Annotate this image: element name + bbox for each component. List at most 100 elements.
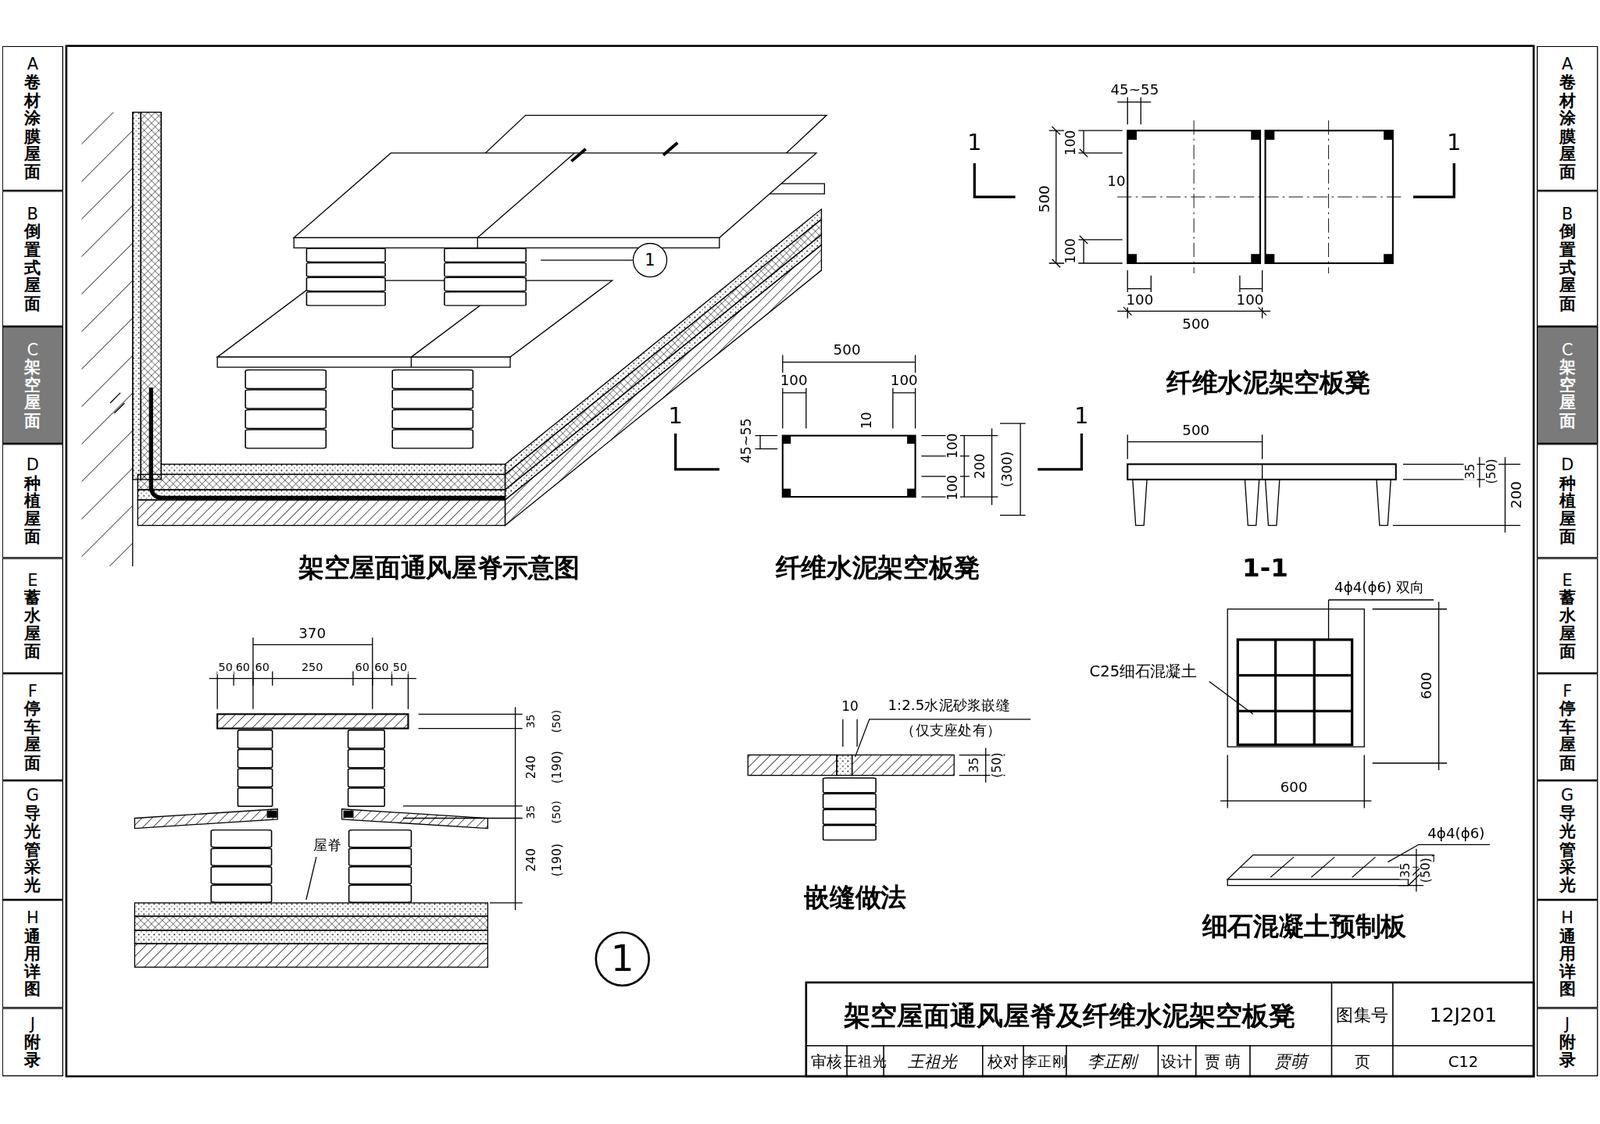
tab-title: 蓄水屋面 xyxy=(24,589,41,661)
dimension: 60 xyxy=(353,662,371,675)
dimension: 500 xyxy=(1181,422,1211,439)
section-tab: E蓄水屋面 xyxy=(2,557,64,674)
dimension: 35 xyxy=(1464,462,1478,481)
view-title: 架空屋面通风屋脊示意图 xyxy=(298,554,579,583)
tab-title: 停车屋面 xyxy=(1559,700,1576,772)
callout-number: 1 xyxy=(644,252,655,269)
rebar-note: 4ϕ4(ϕ6) 双向 xyxy=(1334,579,1425,596)
tab-letter: D xyxy=(1560,456,1574,475)
section-tab: G导光管采光 xyxy=(1536,780,1598,900)
tab-letter: E xyxy=(27,571,38,590)
drawing-title: 架空屋面通风屋脊及纤维水泥架空板凳 xyxy=(843,1001,1295,1031)
section-mark: 1 xyxy=(668,403,683,429)
dimension: 35 xyxy=(525,713,539,730)
dimension: 100 xyxy=(1064,128,1079,157)
dimension: 100 xyxy=(889,372,919,389)
dimension: 600 xyxy=(1278,779,1309,796)
title-cell: 图集号 xyxy=(1335,1005,1389,1025)
section-tab: F停车屋面 xyxy=(1536,673,1598,781)
dimension: 500 xyxy=(1181,316,1211,333)
dimension: 100 xyxy=(778,372,809,389)
tab-title: 通用详图 xyxy=(1559,927,1576,1000)
dimension: 10 xyxy=(1106,173,1127,190)
tab-title: 通用详图 xyxy=(24,927,41,1000)
signature: 贾萌 xyxy=(1274,1053,1308,1072)
tab-letter: E xyxy=(1562,571,1573,590)
tab-letter: G xyxy=(1560,786,1574,805)
tab-letter: F xyxy=(1562,682,1572,700)
section-tab: A卷材涂膜屋面 xyxy=(1536,46,1598,191)
dimension: 500 xyxy=(832,342,862,358)
tab-letter: J xyxy=(1564,1015,1570,1034)
tab-letter: D xyxy=(26,456,40,475)
tab-letter: B xyxy=(1561,204,1573,223)
section-tab: H通用详图 xyxy=(1536,900,1598,1008)
section-tab: B倒置式屋面 xyxy=(2,190,64,327)
tab-title: 导光管采光 xyxy=(1559,804,1576,895)
material-note: 1:2.5水泥砂浆嵌缝 xyxy=(887,698,1011,715)
view-title: 纤维水泥架空板凳 xyxy=(775,554,980,583)
callout-number: 1 xyxy=(610,940,635,978)
tab-title: 种植屋面 xyxy=(24,474,41,547)
part-name: 屋脊 xyxy=(313,838,343,854)
material-note: （仅支座处有） xyxy=(900,722,1001,739)
section-mark: 1 xyxy=(967,130,982,156)
tab-letter: A xyxy=(27,55,39,74)
section-tab: C架空屋面 xyxy=(1536,326,1598,444)
tab-title: 附录 xyxy=(1559,1033,1576,1070)
section-tab: J附录 xyxy=(2,1007,64,1077)
dimension: (50) xyxy=(550,800,564,825)
tab-title: 倒置式屋面 xyxy=(1559,222,1576,313)
dimension: 100 xyxy=(1235,292,1265,308)
section-tab: A卷材涂膜屋面 xyxy=(2,46,64,191)
view-title: 纤维水泥架空板凳 xyxy=(1166,368,1371,397)
tab-title: 蓄水屋面 xyxy=(1559,589,1576,661)
title-cell: 李正刚 xyxy=(1023,1054,1067,1071)
signature: 李正刚 xyxy=(1087,1053,1137,1072)
dimension: (50) xyxy=(1419,857,1433,885)
dimension: (50) xyxy=(550,708,564,734)
dimension: 35 xyxy=(1399,861,1413,880)
section-mark: 1 xyxy=(1074,403,1089,429)
title-cell: 页 xyxy=(1354,1053,1371,1072)
tab-title: 倒置式屋面 xyxy=(24,222,41,313)
rebar-note: 4ϕ4(ϕ6) xyxy=(1427,825,1485,842)
dimension: 600 xyxy=(1418,671,1435,701)
dimension: 60 xyxy=(373,662,390,675)
detail-number: 1 xyxy=(594,931,650,987)
tab-title: 停车屋面 xyxy=(24,700,41,772)
dimension: 200 xyxy=(1508,480,1525,511)
dimension: 45~55 xyxy=(1109,82,1160,98)
dimension: 500 xyxy=(1036,184,1053,215)
dimension: 50 xyxy=(217,662,234,675)
title-cell: 王祖光 xyxy=(843,1054,887,1071)
tab-letter: C xyxy=(1561,340,1574,359)
dimension: 240 xyxy=(525,754,539,781)
dimension: 370 xyxy=(297,625,328,642)
title-cell: 审核 xyxy=(810,1053,842,1072)
tab-title: 种植屋面 xyxy=(1559,474,1576,547)
dimension: 50 xyxy=(392,662,409,675)
dimension: 35 xyxy=(967,756,982,775)
tab-letter: J xyxy=(30,1015,36,1034)
tab-letter: H xyxy=(26,909,40,928)
view-title: 细石混凝土预制板 xyxy=(1202,912,1407,941)
tab-letter: A xyxy=(1561,55,1573,74)
dimension: (50) xyxy=(989,751,1004,779)
dimension: 200 xyxy=(973,452,989,480)
title-cell: 12J201 xyxy=(1429,1004,1497,1026)
dimension: 100 xyxy=(1125,292,1155,308)
index-callout: 1 xyxy=(632,242,668,278)
section-tab: B倒置式屋面 xyxy=(1536,190,1598,327)
section-tab: E蓄水屋面 xyxy=(1536,557,1598,674)
dimension: 100 xyxy=(946,432,961,460)
title-cell: C12 xyxy=(1448,1053,1479,1072)
tab-title: 卷材涂膜屋面 xyxy=(1559,73,1576,182)
tab-title: 架空屋面 xyxy=(24,358,41,431)
tab-letter: C xyxy=(26,340,39,359)
tab-title: 附录 xyxy=(24,1033,41,1070)
dimension: (300) xyxy=(1000,450,1016,489)
tab-letter: G xyxy=(26,786,40,805)
tab-letter: H xyxy=(1560,909,1574,928)
tab-title: 架空屋面 xyxy=(1559,358,1576,431)
